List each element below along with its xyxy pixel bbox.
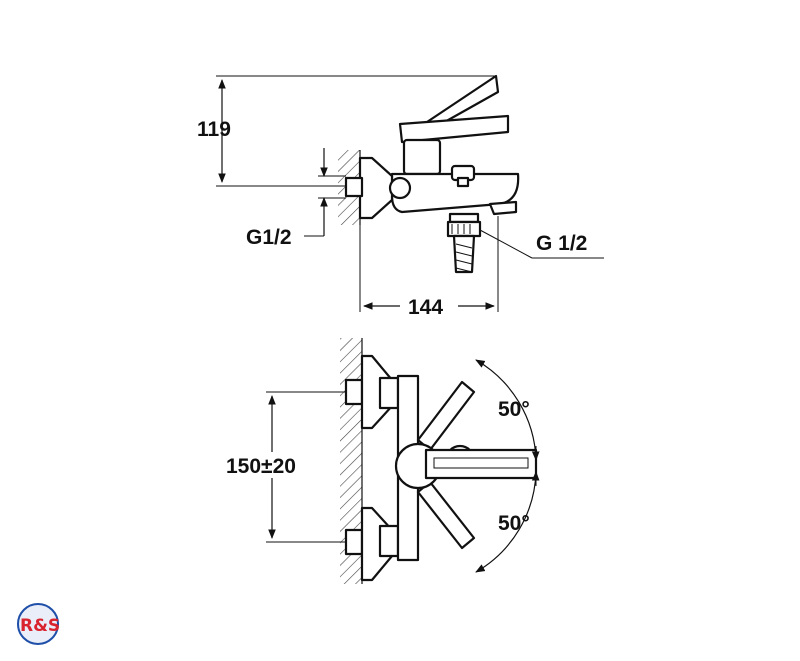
inlet-label: G1/2: [246, 226, 292, 249]
hose-connector: [446, 212, 482, 274]
height-label: 119: [197, 118, 231, 141]
front-view: 150±20 50° 50°: [222, 338, 540, 584]
lever-base-side: [398, 114, 510, 144]
depth-label: 144: [408, 296, 443, 319]
lever-front: [424, 448, 538, 480]
lower-inlet: [344, 506, 400, 582]
height-dimension: 119: [197, 75, 496, 187]
angle-upper-label: 50°: [498, 398, 530, 421]
logo-text: R&S: [20, 616, 60, 636]
outlet-dimension: G 1/2: [479, 229, 604, 259]
outlet-label: G 1/2: [536, 232, 587, 255]
side-view: 119 G1/2: [197, 74, 604, 319]
upper-inlet: [344, 354, 400, 430]
angle-arc-lower: [475, 471, 540, 573]
spout-outlet: [488, 200, 518, 216]
main-body-side: [390, 172, 520, 214]
angle-arc-upper: [475, 359, 540, 461]
lever-position-up: [416, 380, 476, 452]
brand-logo: R&S: [17, 603, 60, 645]
depth-dimension: 144: [359, 216, 499, 319]
angle-lower-label: 50°: [498, 512, 530, 535]
valve-body-side: [402, 138, 442, 176]
inlet-dimension: G1/2: [246, 148, 346, 249]
spacing-dimension: 150±20: [222, 391, 346, 543]
wall-flange-side: [358, 156, 394, 220]
lever-position-down: [416, 480, 476, 550]
spacing-label: 150±20: [226, 455, 296, 478]
